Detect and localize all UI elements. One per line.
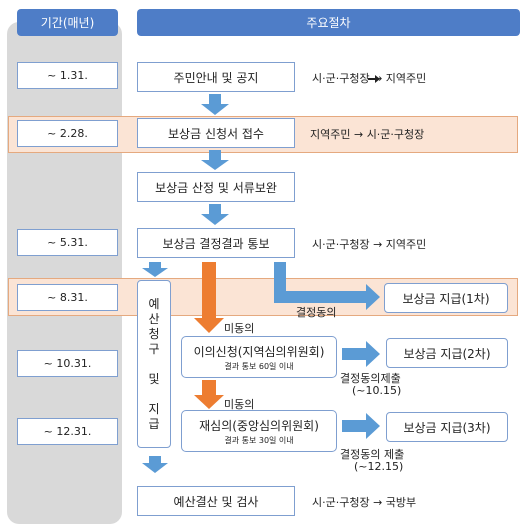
blue-down-arrow (142, 262, 168, 473)
label-deadline-2: (~10.15) (352, 384, 402, 397)
payment-1: 보상금 지급(1차) (384, 283, 508, 313)
blue-down-arrow (201, 94, 229, 225)
label-submit-3: 결정동의 제출 (340, 448, 405, 461)
budget-char: 산 (148, 311, 160, 326)
budget-char: 급 (148, 416, 160, 431)
direction-result: 시·군·구청장 → 지역주민 (312, 238, 427, 251)
label-deadline-3: (~12.15) (354, 460, 404, 473)
payment-3: 보상금 지급(3차) (386, 412, 508, 442)
step-settlement: 예산결산 및 검사 (137, 486, 295, 516)
step-assessment: 보상금 산정 및 서류보완 (137, 172, 295, 202)
period-aug: ~ 8.31. (17, 284, 118, 311)
period-feb: ~ 2.28. (17, 120, 118, 147)
objection-title: 이의신청(지역심의위원회) (193, 344, 325, 359)
period-jan: ~ 1.31. (17, 62, 118, 89)
blue-right-arrow (342, 341, 380, 439)
budget-char: 구 (148, 341, 160, 356)
blue-elbow-arrow (274, 262, 380, 310)
payment-2: 보상금 지급(2차) (386, 338, 508, 368)
period-dec: ~ 12.31. (17, 418, 118, 445)
orange-down-arrow (194, 262, 224, 409)
budget-char: 청 (148, 326, 160, 341)
procedure-header: 주요절차 (137, 9, 520, 36)
period-may: ~ 5.31. (17, 229, 118, 256)
review-title: 재심의(중앙심의위원회) (199, 418, 319, 433)
label-agree: 결정동의 (296, 306, 337, 319)
budget-request-box: 예 산 청 구 및 지 급 (137, 280, 171, 448)
review-box: 재심의(중앙심의위원회) 결과 통보 30일 이내 (181, 410, 337, 452)
direction-application: 지역주민 → 시·군·구청장 (310, 128, 425, 141)
step-result-notice: 보상금 결정결과 통보 (137, 228, 295, 258)
inline-arrow-icon (368, 75, 380, 83)
budget-char: 및 (148, 371, 160, 386)
label-submit-2: 결정동의제출 (340, 372, 401, 385)
direction-settlement: 시·군·구청장 → 국방부 (312, 496, 417, 509)
budget-char: 지 (148, 401, 160, 416)
step-notice: 주민안내 및 공지 (137, 62, 295, 92)
objection-sub: 결과 통보 60일 이내 (224, 361, 294, 371)
period-oct: ~ 10.31. (17, 350, 118, 377)
label-disagree-1: 미동의 (224, 322, 255, 335)
step-application: 보상금 신청서 접수 (137, 118, 295, 148)
budget-char: 예 (148, 296, 160, 311)
label-disagree-2: 미동의 (224, 398, 255, 411)
period-header: 기간(매년) (17, 9, 118, 36)
objection-box: 이의신청(지역심의위원회) 결과 통보 60일 이내 (181, 336, 337, 378)
review-sub: 결과 통보 30일 이내 (224, 435, 294, 445)
